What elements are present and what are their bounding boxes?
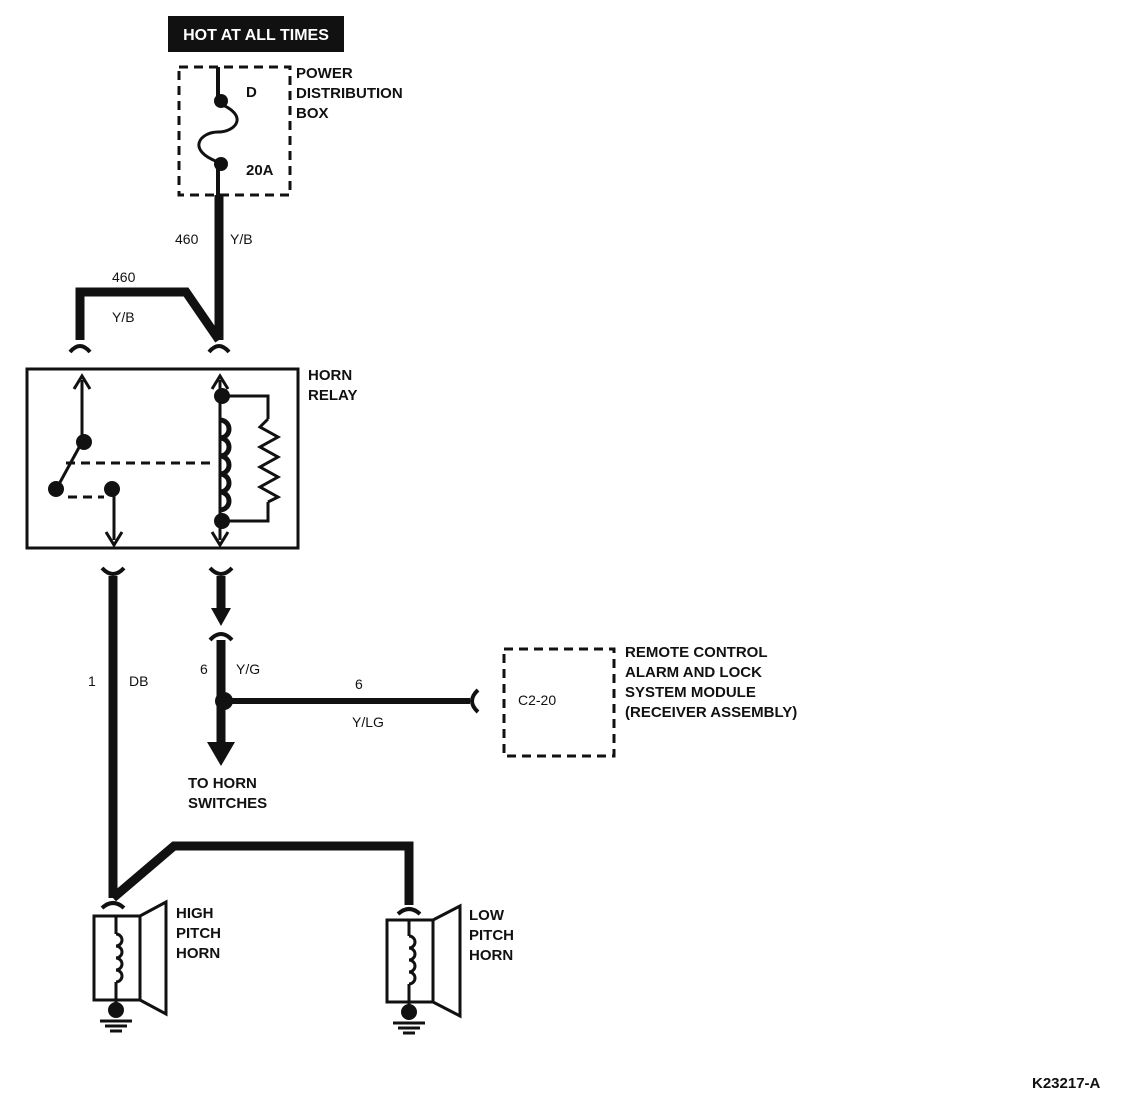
relay-coil-icon xyxy=(219,417,232,513)
fuse-terminal xyxy=(214,94,228,108)
fuse-icon xyxy=(197,101,239,164)
remote-control-module: C2-20 xyxy=(502,647,616,758)
resistor-icon xyxy=(256,417,282,504)
low-horn-label-2: PITCH xyxy=(469,927,514,944)
power-box-label-3: BOX xyxy=(296,105,329,122)
switch-circuit-number: 6 xyxy=(200,661,208,677)
horn-circuit-number: 1 xyxy=(88,673,96,689)
horn-bell-icon xyxy=(432,903,462,1019)
horn-relay xyxy=(25,367,300,550)
switch-wire-color: Y/G xyxy=(236,661,260,677)
high-horn-label-1: HIGH xyxy=(176,905,214,922)
connector-icon xyxy=(396,907,422,916)
module-label-2: ALARM AND LOCK xyxy=(625,664,762,681)
fuse-id: D xyxy=(246,84,257,101)
high-horn-label-2: PITCH xyxy=(176,925,221,942)
connector-icon xyxy=(100,566,126,576)
connector-icon xyxy=(470,688,480,714)
arrow-down-icon xyxy=(207,742,235,766)
connector-icon xyxy=(68,344,92,354)
high-pitch-horn xyxy=(92,899,168,1033)
connector-icon xyxy=(208,632,234,642)
module-circuit-number: 6 xyxy=(355,676,363,692)
horn-relay-label-1: HORN xyxy=(308,367,352,384)
horn-bell-icon xyxy=(139,899,168,1017)
connector-icon xyxy=(100,901,126,910)
low-pitch-horn xyxy=(385,903,462,1035)
low-horn-label-3: HORN xyxy=(469,947,513,964)
horn-coil-icon xyxy=(408,934,417,986)
module-label-4: (RECEIVER ASSEMBLY) xyxy=(625,704,797,721)
connector-icon xyxy=(207,344,231,354)
banner-text: HOT AT ALL TIMES xyxy=(183,27,329,44)
fuse-rating: 20A xyxy=(246,162,274,179)
low-horn-label-1: LOW xyxy=(469,907,505,924)
horn-wire-color: DB xyxy=(129,673,148,689)
power-distribution-box: D 20A xyxy=(177,65,292,197)
module-wire-color: Y/LG xyxy=(352,714,384,730)
power-box-label-2: DISTRIBUTION xyxy=(296,85,403,102)
feed-wire-color: Y/B xyxy=(230,231,253,247)
horn-coil-icon xyxy=(115,932,124,984)
module-label-3: SYSTEM MODULE xyxy=(625,684,756,701)
hot-at-all-times-banner: HOT AT ALL TIMES xyxy=(168,16,344,52)
branch-circuit-number: 460 xyxy=(112,269,136,285)
relay-contact xyxy=(48,481,64,497)
module-label-1: REMOTE CONTROL xyxy=(625,644,768,661)
to-switches-label-1: TO HORN xyxy=(188,775,257,792)
branch-wire-color: Y/B xyxy=(112,309,135,325)
figure-reference: K23217-A xyxy=(1032,1075,1101,1092)
feed-circuit-number: 460 xyxy=(175,231,199,247)
to-switches-label-2: SWITCHES xyxy=(188,795,267,812)
connector-icon xyxy=(208,566,234,576)
relay-contact xyxy=(104,481,120,497)
high-horn-label-3: HORN xyxy=(176,945,220,962)
switch-wire xyxy=(207,576,480,766)
horn-feed-wire xyxy=(108,576,414,905)
horn-relay-label-2: RELAY xyxy=(308,387,357,404)
power-box-label-1: POWER xyxy=(296,65,353,82)
fuse-terminal xyxy=(214,157,228,171)
feed-wire xyxy=(75,195,224,343)
module-connector: C2-20 xyxy=(518,692,556,708)
